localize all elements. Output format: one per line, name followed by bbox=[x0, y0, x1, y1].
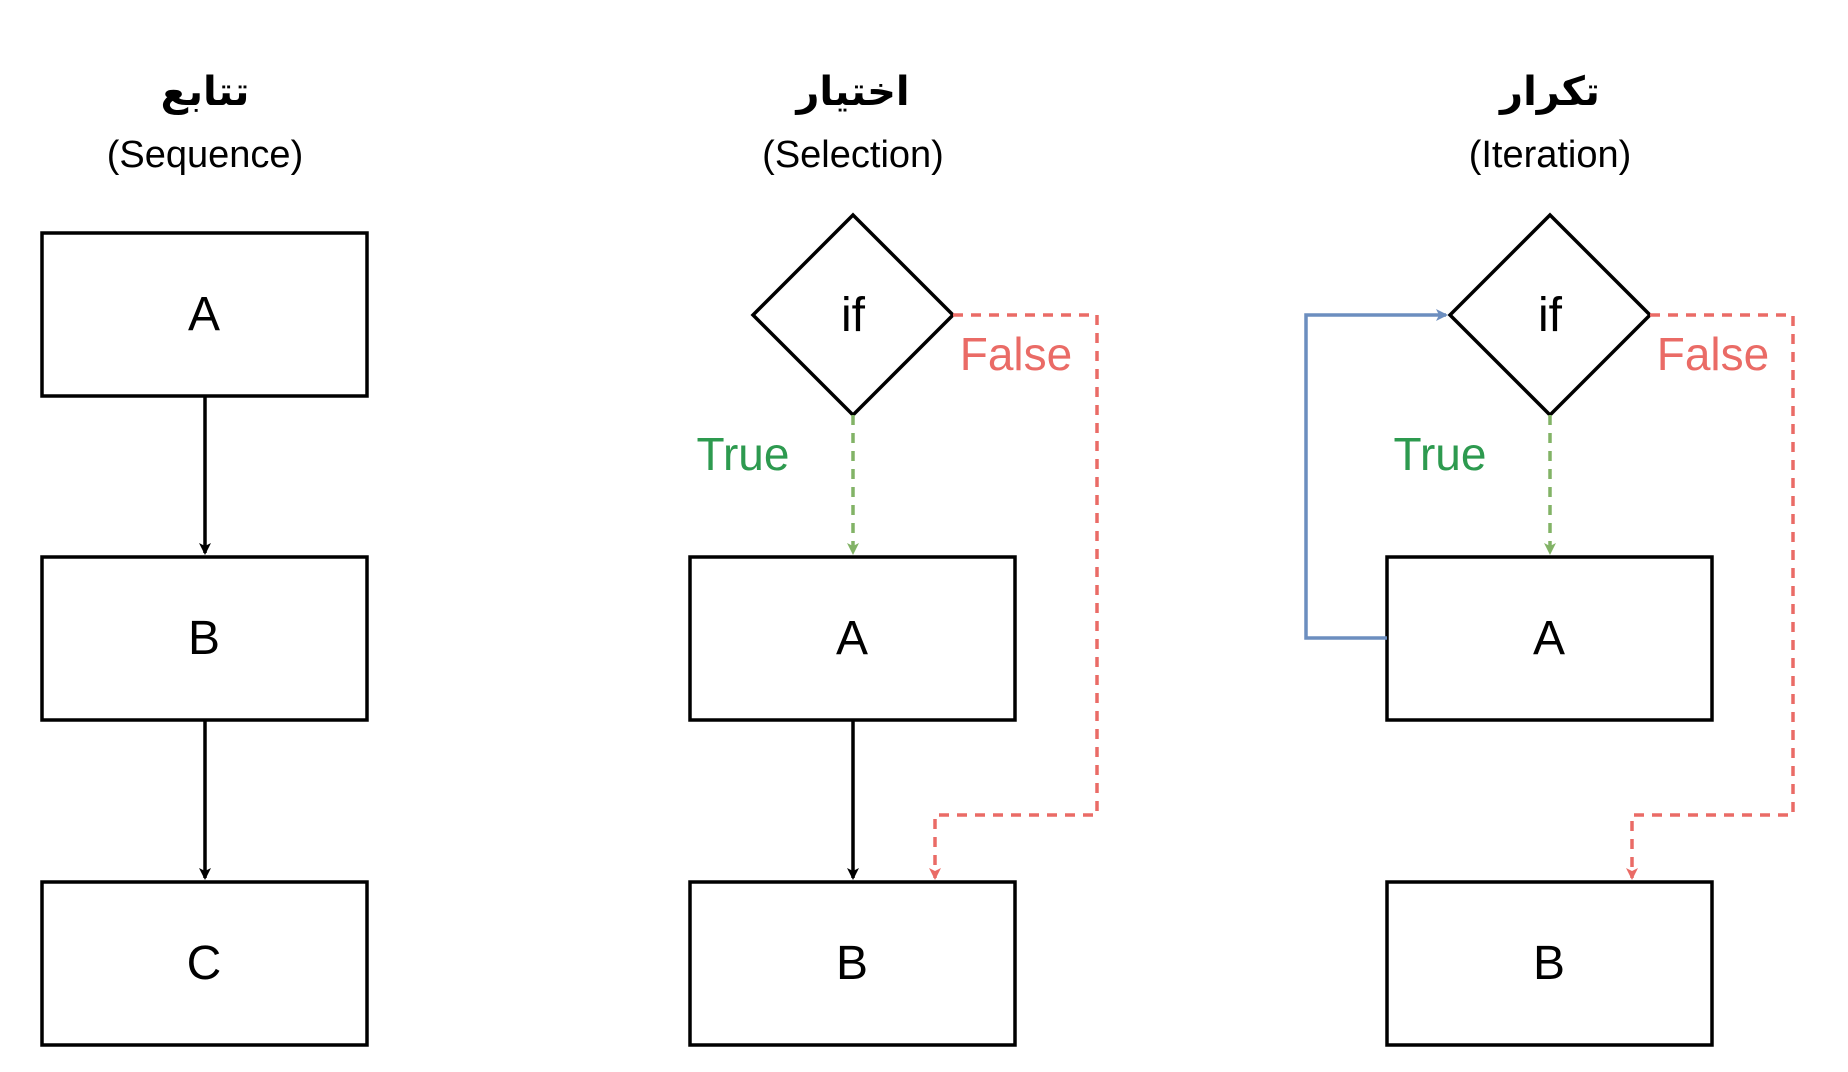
selection-true-label: True bbox=[697, 428, 790, 480]
iteration-box-a bbox=[1385, 555, 1714, 722]
sequence-box-c bbox=[40, 880, 369, 1047]
selection-box-b-label: B bbox=[836, 937, 868, 990]
sequence-title-en: (Sequence) bbox=[107, 134, 303, 176]
selection-section: اختیار (Selection) if A B True False bbox=[688, 69, 1099, 1047]
iteration-box-b-label: B bbox=[1533, 937, 1565, 990]
iteration-title-fa: تکرار bbox=[1498, 69, 1600, 115]
iteration-decision-label: if bbox=[1538, 289, 1563, 342]
sequence-box-b-label: B bbox=[188, 612, 220, 665]
iteration-section: تکرار (Iteration) if A B True False bbox=[1304, 69, 1795, 1047]
selection-box-b bbox=[688, 880, 1017, 1047]
selection-false-arrow bbox=[929, 313, 1099, 880]
iteration-false-arrow bbox=[1626, 313, 1795, 880]
selection-box-a-label: A bbox=[836, 612, 868, 665]
selection-title-fa: اختیار bbox=[794, 69, 909, 115]
selection-decision-label: if bbox=[841, 289, 866, 342]
sequence-box-a bbox=[40, 231, 369, 398]
sequence-box-a-label: A bbox=[188, 288, 220, 341]
iteration-loop-back-arrow bbox=[1304, 309, 1448, 640]
sequence-box-c-label: C bbox=[187, 937, 222, 990]
selection-false-label: False bbox=[960, 328, 1072, 380]
iteration-true-label: True bbox=[1394, 428, 1487, 480]
iteration-title-en: (Iteration) bbox=[1469, 134, 1632, 176]
sequence-title-fa: تتابع bbox=[161, 69, 250, 115]
sequence-section: تتابع (Sequence) A B C bbox=[40, 69, 369, 1047]
iteration-box-a-label: A bbox=[1533, 612, 1565, 665]
iteration-false-label: False bbox=[1657, 328, 1769, 380]
selection-title-en: (Selection) bbox=[762, 134, 944, 176]
sequence-box-b bbox=[40, 555, 369, 722]
iteration-box-b bbox=[1385, 880, 1714, 1047]
